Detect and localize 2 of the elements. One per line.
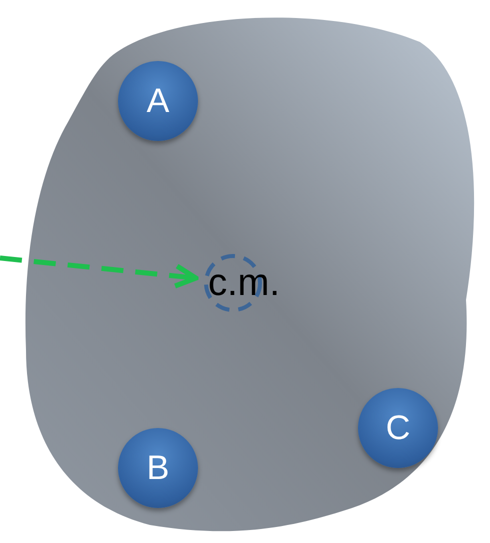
center-of-mass-label: c.m.: [208, 262, 280, 304]
arrow: [0, 256, 198, 288]
